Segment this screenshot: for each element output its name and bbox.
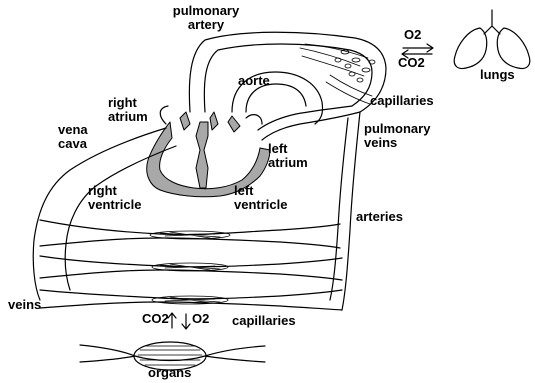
label-right-ventricle: right ventricle: [88, 184, 141, 212]
label-right-atrium: right atrium: [108, 96, 148, 124]
label-pulmonary-veins: pulmonary veins: [364, 122, 430, 150]
organ-exchange-arrows: [168, 313, 190, 329]
label-capillaries-bottom: capillaries: [232, 314, 296, 328]
lungs-icon: [454, 10, 530, 69]
capillary-bed-3: [40, 290, 342, 310]
capillary-bed-1: [40, 220, 340, 248]
label-o2-top: O2: [404, 28, 421, 42]
label-capillaries-top: capillaries: [370, 94, 434, 108]
label-veins: veins: [8, 298, 41, 312]
label-left-atrium: left atrium: [268, 142, 308, 170]
label-co2-bottom: CO2: [142, 312, 169, 326]
label-left-ventricle: left ventricle: [234, 184, 287, 212]
label-co2-top: CO2: [398, 56, 425, 70]
capillary-bed-2: [40, 256, 342, 280]
pulmonary-artery-vessel: [189, 32, 386, 112]
label-vena-cava: vena cava: [58, 123, 88, 151]
label-o2-bottom: O2: [192, 312, 209, 326]
label-arteries: arteries: [356, 210, 403, 224]
label-pulmonary-artery: pulmonary artery: [166, 4, 246, 32]
pulmonary-veins-vessel: [258, 106, 360, 140]
label-aorte: aorte: [238, 74, 270, 88]
label-organs: organs: [148, 366, 191, 380]
label-lungs: lungs: [480, 68, 515, 82]
